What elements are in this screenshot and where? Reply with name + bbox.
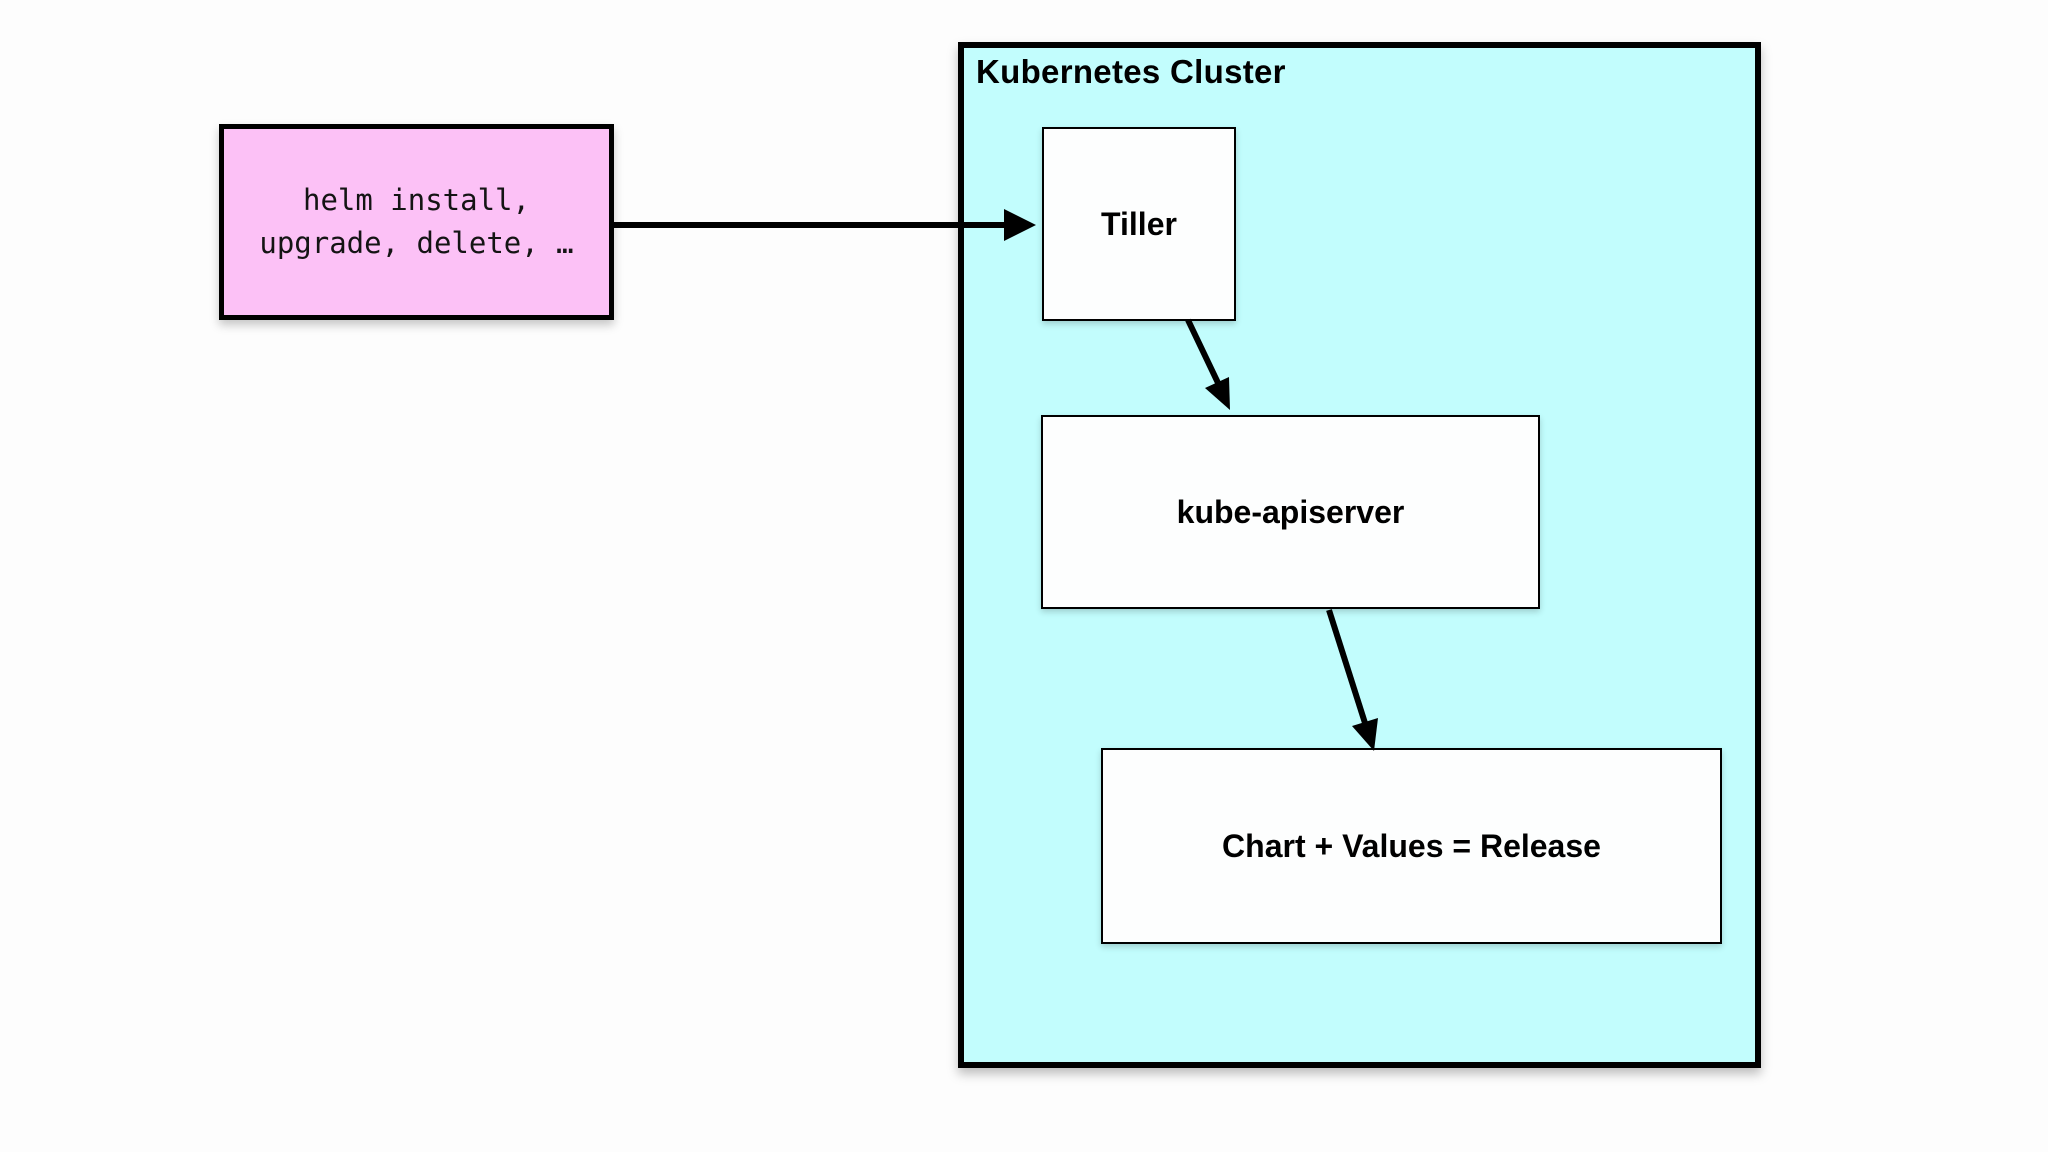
helm-commands-box: helm install, upgrade, delete, … [219,124,614,320]
node-kube-apiserver-label: kube-apiserver [1176,493,1405,530]
node-chart-release-label: Chart + Values = Release [1222,827,1601,864]
node-chart-release: Chart + Values = Release [1101,748,1722,944]
node-tiller: Tiller [1042,127,1236,321]
helm-commands-line-2: upgrade, delete, … [259,226,574,260]
node-kube-apiserver: kube-apiserver [1041,415,1540,609]
cluster-title: Kubernetes Cluster [976,53,1286,90]
kubernetes-cluster-box: Kubernetes Cluster Tiller kube-apiserver… [958,42,1761,1068]
node-tiller-label: Tiller [1101,205,1177,242]
helm-commands-line-1: helm install, [303,183,530,217]
